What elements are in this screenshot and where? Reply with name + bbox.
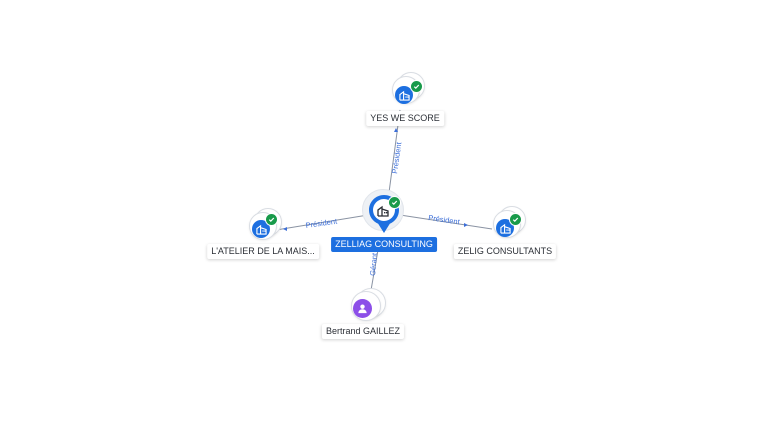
node-atelier[interactable] — [242, 208, 290, 248]
edge-label-yes-we-score: Président — [390, 141, 403, 175]
building-icon — [395, 86, 413, 104]
node-label-bertrand[interactable]: Bertrand GAILLEZ — [321, 324, 405, 339]
building-icon — [377, 204, 389, 217]
edge-label-zelig: Président — [428, 213, 462, 226]
edge-arrow-zelig — [464, 223, 468, 227]
node-zelig[interactable] — [486, 206, 534, 246]
edge-label-atelier: Président — [305, 217, 339, 230]
person-icon — [353, 299, 372, 318]
verified-check-icon — [410, 80, 423, 93]
verified-check-icon — [265, 213, 278, 226]
verified-check-icon — [388, 196, 401, 209]
node-center[interactable] — [360, 188, 410, 238]
edge-zelig — [399, 214, 493, 230]
edge-arrow-yes-we-score — [394, 128, 398, 132]
verified-check-icon — [509, 213, 522, 226]
node-bertrand[interactable] — [342, 288, 392, 328]
edge-arrow-atelier — [283, 227, 287, 231]
node-label-atelier[interactable]: L'ATELIER DE LA MAIS... — [207, 244, 319, 259]
edge-atelier — [275, 214, 369, 231]
node-label-yes-we-score[interactable]: YES WE SCORE — [366, 111, 444, 126]
node-label-zelig[interactable]: ZELIG CONSULTANTS — [453, 244, 557, 259]
node-yes-we-score[interactable] — [385, 72, 433, 112]
edge-label-bertrand: Gérant — [368, 252, 379, 277]
building-icon — [252, 220, 270, 238]
center-node-label[interactable]: ZELLIAG CONSULTING — [331, 237, 437, 252]
